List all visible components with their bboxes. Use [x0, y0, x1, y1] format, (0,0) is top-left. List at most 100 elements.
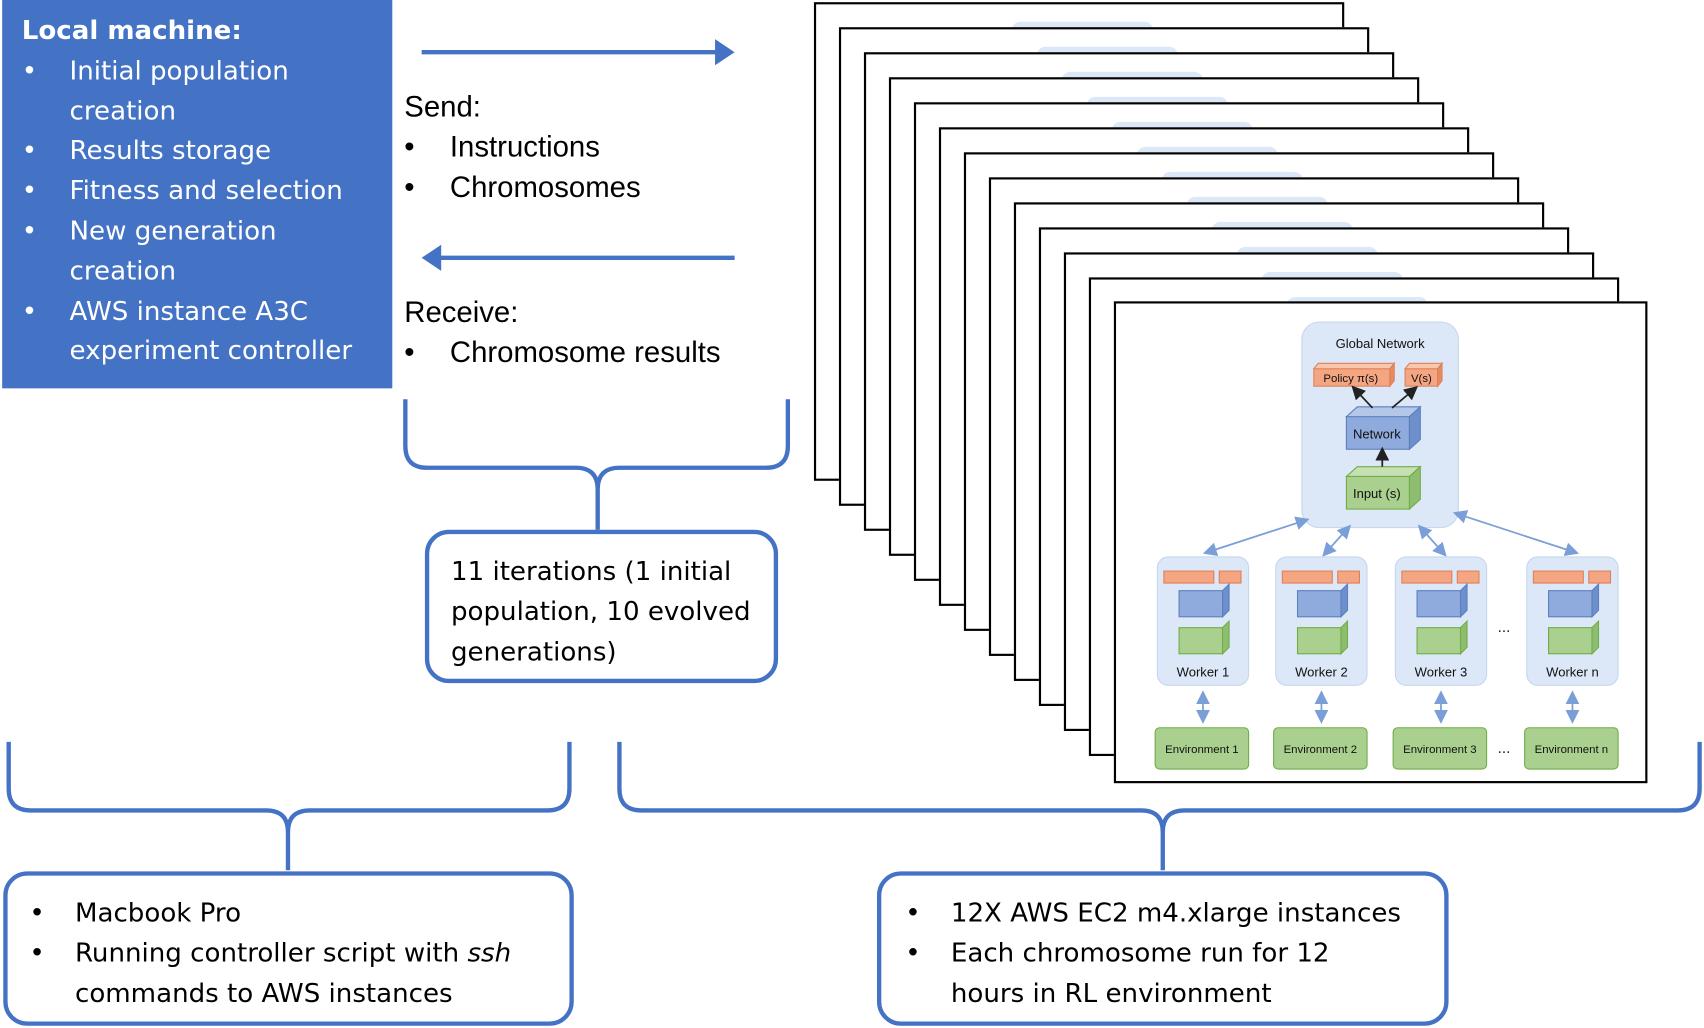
macbook-list: Macbook ProRunning controller script wit… — [29, 893, 547, 1013]
macbook-item-text: commands to AWS instances — [74, 977, 453, 1008]
send-block: Send: Instructions Chromosomes — [404, 87, 640, 207]
policy-label: Policy π(s) — [1323, 373, 1378, 385]
a3c-diagram: Global Network Policy π(s) V(s) Network — [1154, 321, 1619, 770]
worker-input-side — [1591, 619, 1600, 656]
workers-group: Worker 1 Environment 1 Worker 2 Environment… — [1154, 556, 1619, 770]
instance-card-front: Global Network Policy π(s) V(s) Network — [1113, 301, 1648, 784]
worker-network-block — [1416, 590, 1462, 618]
network-to-value-arrow — [1391, 386, 1419, 409]
local-machine-item: New generation creation — [22, 211, 320, 291]
worker-label: Worker n — [1546, 665, 1599, 680]
value-block-top — [1403, 362, 1444, 370]
input-label: Input (s) — [1353, 486, 1401, 501]
macbook-item-text: ssh — [467, 937, 512, 968]
aws-list: 12X AWS EC2 m4.xlarge instances Each chr… — [905, 893, 1422, 1013]
input-block — [1345, 475, 1410, 510]
network-block-top — [1345, 406, 1422, 418]
local-machine-title: Local machine: — [21, 15, 242, 46]
local-machine-list: Initial population creation Results stor… — [22, 51, 382, 371]
worker-label: Worker 2 — [1295, 665, 1348, 680]
worker-input-block — [1178, 627, 1224, 655]
policy-block-side — [1389, 361, 1395, 388]
worker-input-side — [1459, 619, 1468, 656]
environment-label: Environment 3 — [1403, 744, 1477, 756]
network-label: Network — [1353, 426, 1401, 441]
iterations-text: 11 iterations (1 initial population, 10 … — [450, 555, 751, 667]
network-block-side — [1408, 405, 1421, 451]
local-machine-item: Fitness and selection — [22, 171, 382, 211]
iterations-box: 11 iterations (1 initial population, 10 … — [424, 529, 779, 684]
worker-policy-block — [1163, 570, 1215, 584]
worker-label: Worker 3 — [1415, 665, 1468, 680]
environment-box — [1154, 727, 1250, 770]
send-list: Instructions Chromosomes — [404, 127, 640, 207]
macbook-item: Macbook Pro — [29, 893, 547, 933]
local-machine-item: AWS instance A3C experiment controller — [22, 291, 385, 371]
macbook-item-text: Macbook Pro — [74, 897, 242, 928]
input-block-top — [1345, 466, 1422, 478]
worker-network-side — [1459, 582, 1468, 619]
worker-value-block — [1588, 570, 1612, 584]
macbook-box: Macbook ProRunning controller script wit… — [3, 871, 574, 1026]
worker-input-block — [1296, 627, 1342, 655]
network-to-policy-arrow — [1351, 385, 1374, 409]
worker-policy-block — [1532, 570, 1584, 584]
send-arrowhead — [715, 39, 735, 66]
macbook-item: Running controller script with ssh comma… — [29, 933, 547, 1013]
environment-label: Environment 2 — [1284, 744, 1358, 756]
local-machine-box: Local machine: Initial population creati… — [2, 0, 393, 389]
environment-ellipsis: ... — [1498, 740, 1511, 757]
iteration-brace — [403, 399, 791, 530]
worker-policy-block — [1401, 570, 1453, 584]
send-label: Send: — [404, 90, 481, 123]
send-item: Chromosomes — [404, 167, 640, 207]
receive-list: Chromosome results — [404, 333, 720, 373]
worker-network-side — [1221, 582, 1230, 619]
worker-value-block — [1218, 570, 1242, 584]
worker-input-block — [1416, 627, 1462, 655]
global-worker-link — [1202, 516, 1310, 556]
worker-network-side — [1340, 582, 1349, 619]
policy-block-top — [1312, 362, 1396, 370]
aws-brace — [617, 741, 1702, 871]
worker-network-block — [1296, 590, 1342, 618]
worker-policy-block — [1281, 570, 1333, 584]
receive-arrowhead — [421, 244, 442, 271]
worker-input-side — [1221, 619, 1230, 656]
local-brace — [6, 741, 572, 871]
worker-network-block — [1548, 590, 1593, 618]
aws-box: 12X AWS EC2 m4.xlarge instances Each chr… — [876, 871, 1449, 1026]
worker-value-block — [1337, 570, 1361, 584]
worker-network-side — [1591, 582, 1600, 619]
global-network-label: Global Network — [1336, 336, 1426, 351]
receive-label: Receive: — [404, 295, 519, 329]
macbook-item-text: Running controller script with — [74, 937, 468, 968]
worker-input-block — [1548, 627, 1593, 655]
environment-label: Environment n — [1535, 744, 1609, 756]
worker-input-side — [1340, 619, 1349, 656]
aws-item: Each chromosome run for 12 hours in RL e… — [905, 933, 1364, 1013]
local-machine-item: Initial population creation — [22, 51, 320, 131]
input-block-side — [1408, 465, 1421, 511]
worker-label: Worker 1 — [1177, 665, 1230, 680]
worker-ellipsis: ... — [1498, 619, 1511, 636]
global-worker-link — [1322, 524, 1352, 557]
environment-box — [1273, 727, 1368, 770]
value-label: V(s) — [1411, 373, 1432, 385]
environment-box — [1392, 727, 1488, 770]
environment-label: Environment 1 — [1165, 744, 1239, 756]
worker-network-block — [1178, 590, 1224, 618]
send-item: Instructions — [404, 127, 640, 167]
aws-item: 12X AWS EC2 m4.xlarge instances — [905, 893, 1422, 933]
value-block-side — [1437, 361, 1443, 388]
worker-value-block — [1456, 570, 1480, 584]
receive-item: Chromosome results — [404, 333, 720, 373]
environment-box — [1524, 727, 1619, 770]
global-worker-link — [1452, 510, 1580, 556]
global-worker-link — [1417, 524, 1447, 557]
local-machine-item: Results storage — [22, 131, 382, 171]
receive-block: Receive: Chromosome results — [404, 293, 720, 373]
